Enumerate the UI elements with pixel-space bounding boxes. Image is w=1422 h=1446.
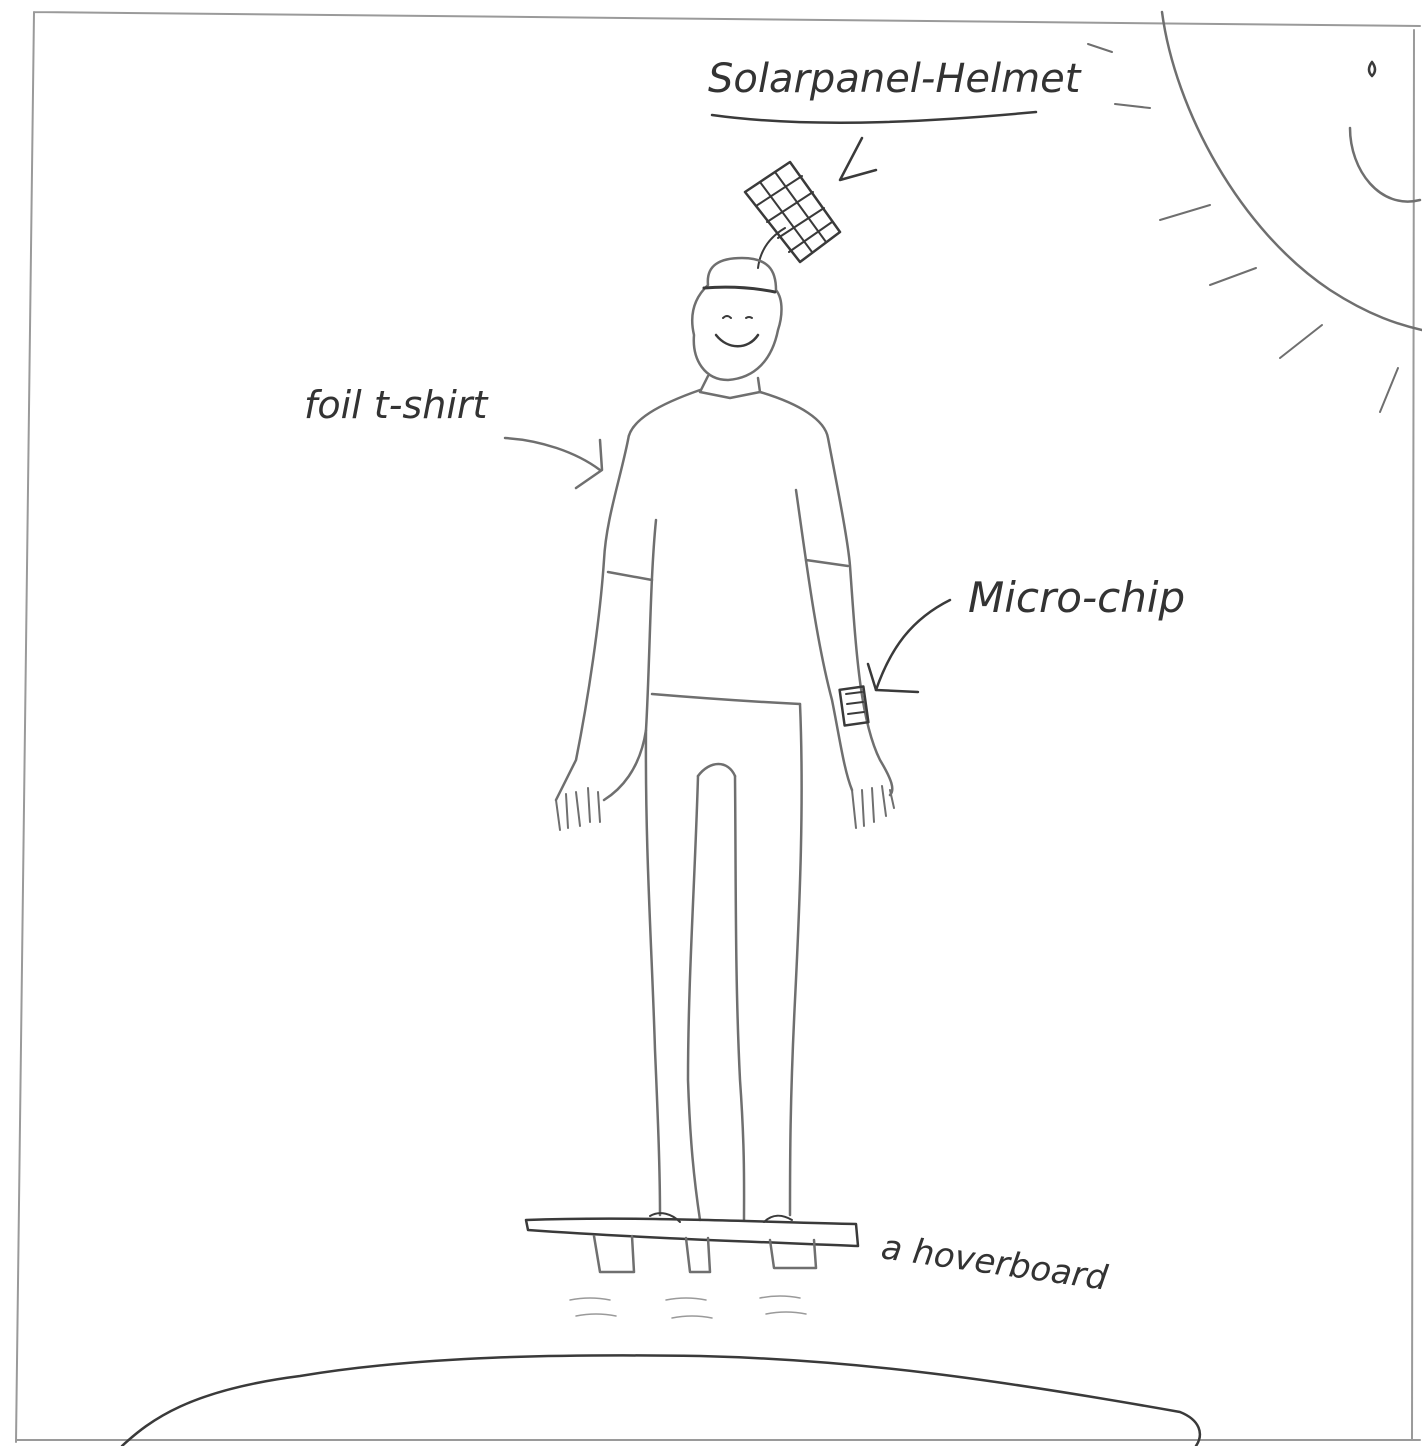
ground <box>122 1355 1200 1446</box>
microchip-label: Micro-chip <box>968 573 1185 622</box>
page-frame <box>16 12 1420 1442</box>
hoverboard: a hoverboard <box>526 1219 1110 1318</box>
solar-panel <box>745 162 840 268</box>
head <box>692 258 781 380</box>
microchip-annotation: Micro-chip <box>868 573 1185 692</box>
solar-helmet-annotation: Solarpanel-Helmet <box>708 56 1082 180</box>
solar-helmet-label: Solarpanel-Helmet <box>708 56 1082 102</box>
body <box>556 376 894 1222</box>
hoverboard-label: a hoverboard <box>879 1227 1111 1298</box>
sun <box>1088 12 1422 412</box>
foil-tshirt-label: foil t-shirt <box>304 383 489 427</box>
foil-tshirt-annotation: foil t-shirt <box>304 383 602 488</box>
